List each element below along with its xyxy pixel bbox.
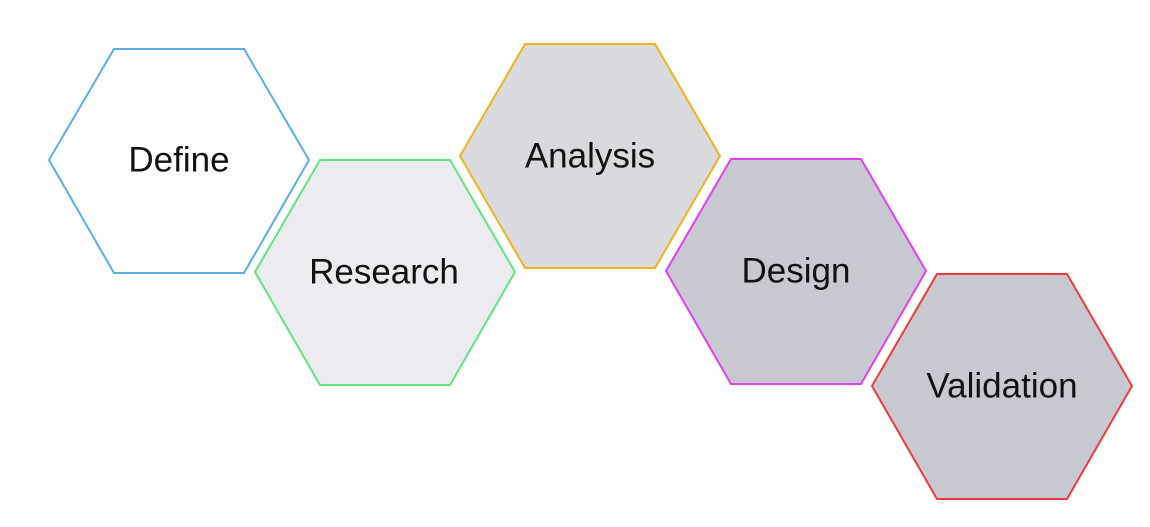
hexagon-validation-shape [870,273,1134,500]
hexagon-analysis-label: Analysis [525,137,655,176]
hexagon-define-shape [47,48,311,274]
hexagon-design-label: Design [742,252,851,291]
hexagon-define-label: Define [128,141,229,180]
hexagon-design-shape [664,158,928,385]
hexagon-research-shape [253,159,517,386]
hexagon-research: Research [253,159,517,386]
hexagon-analysis: Analysis [458,43,722,269]
hexagon-research-label: Research [309,253,459,292]
hexagon-validation-label: Validation [926,367,1077,406]
hexagon-design: Design [664,158,928,385]
hexagon-validation: Validation [870,273,1134,500]
hexagon-define: Define [47,48,311,274]
hexagon-analysis-shape [458,43,722,269]
